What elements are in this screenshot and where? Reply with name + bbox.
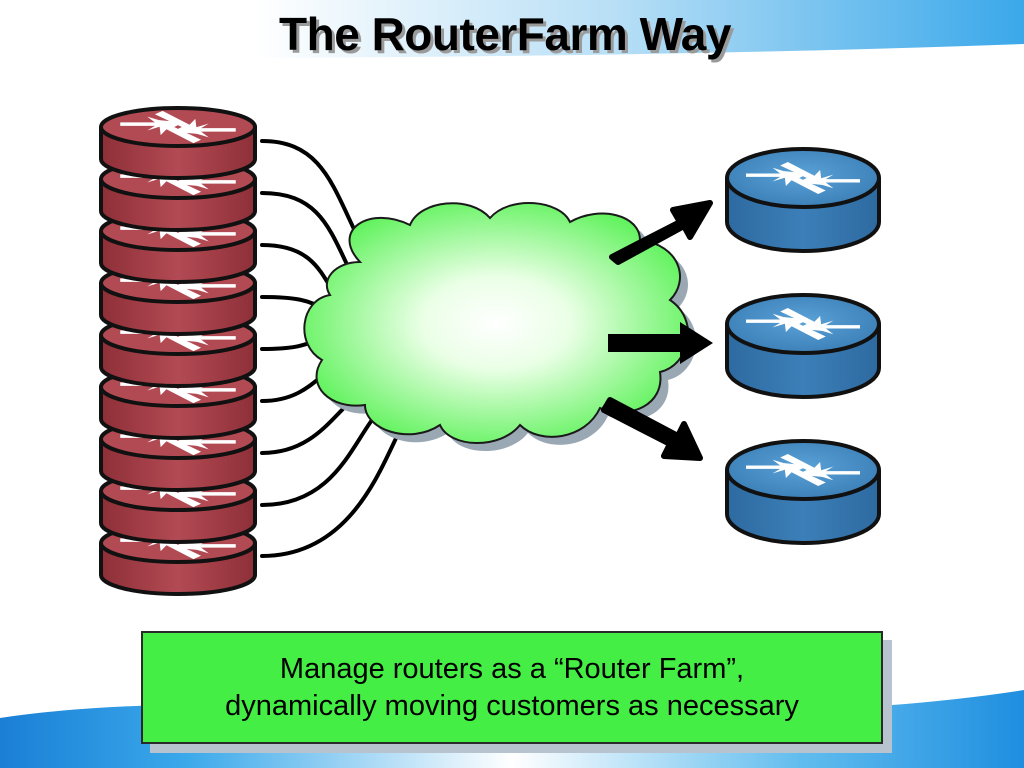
caption-line-2: dynamically moving customers as necessar… xyxy=(225,689,799,722)
customer-router-icon xyxy=(725,293,881,399)
arrow-right-icon xyxy=(601,397,703,461)
header-band xyxy=(0,0,1024,58)
farm-router-icon xyxy=(99,106,257,180)
caption-background xyxy=(143,633,881,742)
caption-box: Manage routers as a “Router Farm”, dynam… xyxy=(141,631,883,744)
router-farm-stack xyxy=(99,106,257,596)
arrow-right-icon xyxy=(608,322,713,364)
slide-title: The RouterFarm Way xyxy=(279,8,731,60)
customer-router-icon xyxy=(725,147,881,253)
caption-line-1: Manage routers as a “Router Farm”, xyxy=(279,652,745,685)
customer-router-icon xyxy=(725,439,881,545)
network-cloud-icon xyxy=(303,201,697,452)
customer-routers xyxy=(725,147,881,545)
arrow-right-icon xyxy=(609,200,713,265)
